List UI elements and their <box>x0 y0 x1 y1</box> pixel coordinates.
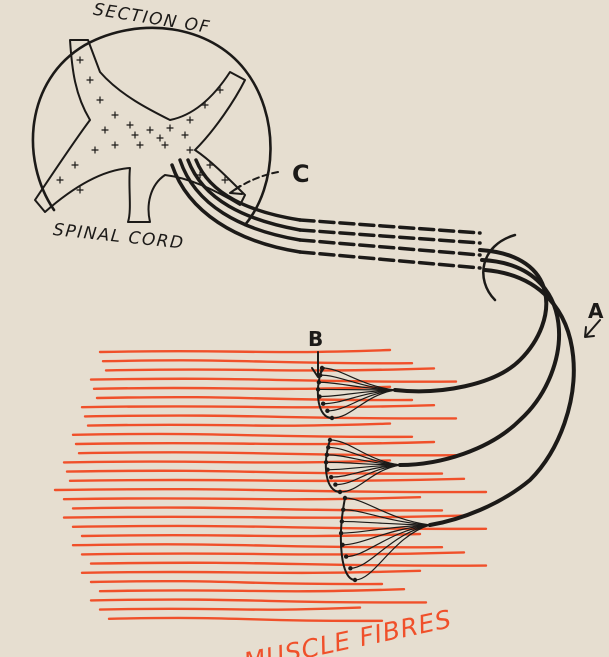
stipple-mark <box>182 132 188 138</box>
muscle-fibre-line <box>64 516 464 518</box>
muscle-fibre-line <box>73 434 412 437</box>
label-section-of: SECTION OF <box>92 0 212 38</box>
muscle-fibre-line <box>82 552 464 554</box>
muscle-fibre-line <box>70 479 464 481</box>
axon-3 <box>430 270 574 525</box>
muscle-fibre-line <box>91 563 486 566</box>
stipple-mark <box>167 125 173 131</box>
stipple-mark <box>87 77 93 83</box>
muscle-fibre-line <box>91 600 426 603</box>
muscle-fibre-line <box>82 534 420 536</box>
stipple-mark <box>162 142 168 148</box>
muscle-fibre-line <box>103 360 412 363</box>
label-c: C <box>292 160 310 188</box>
end-plate-fan <box>339 496 430 582</box>
muscle-fibre-line <box>91 379 456 382</box>
muscle-fibre-line <box>79 452 456 455</box>
muscle-fibre-line <box>64 497 420 499</box>
label-a: A <box>588 299 604 323</box>
end-plate-fan <box>316 366 395 420</box>
stipple-mark <box>147 127 153 133</box>
stipple-mark <box>57 177 63 183</box>
label-spinal-cord: SPINAL CORD <box>52 220 185 254</box>
stipple-mark <box>137 142 143 148</box>
label-b: B <box>308 327 323 351</box>
stipple-mark <box>72 162 78 168</box>
stipple-mark <box>92 147 98 153</box>
stipple-mark <box>97 97 103 103</box>
muscle-fibre-line <box>100 589 404 591</box>
muscle-fibre-line <box>109 618 382 621</box>
stipple-mark <box>112 142 118 148</box>
axon-2 <box>400 260 559 465</box>
stipple-mark <box>112 112 118 118</box>
cord-outline <box>33 28 271 225</box>
stipple-mark <box>102 127 108 133</box>
muscle-fibre-line <box>76 442 434 444</box>
muscle-fibre-line <box>91 581 382 584</box>
nerve-trunk <box>172 160 574 525</box>
muscle-fibre-line <box>82 405 434 407</box>
stipple-mark <box>157 135 163 141</box>
muscle-fibre-line <box>67 471 442 474</box>
muscle-fibre-line <box>55 489 486 492</box>
stipple-mark <box>187 117 193 123</box>
spinal-cord-section <box>33 28 271 225</box>
muscle-fibre-line <box>82 571 420 573</box>
nerve-sheath <box>483 235 515 300</box>
label-muscle-fibres: MUSCLE FIBRES <box>241 604 454 657</box>
muscle-fibre-line <box>88 424 390 426</box>
muscle-fibre-line <box>73 508 442 511</box>
stipple-mark <box>187 147 193 153</box>
end-plate-fan <box>324 438 400 494</box>
muscle-fibre-line <box>94 387 390 389</box>
muscle-fibre-line <box>85 416 456 419</box>
stipple-mark <box>127 122 133 128</box>
pointer-lines <box>230 172 600 377</box>
muscle-fibre-line <box>106 368 434 370</box>
stipple-mark <box>77 57 83 63</box>
stipple-mark <box>132 132 138 138</box>
muscle-fibre-line <box>100 350 390 352</box>
muscle-fibre-line <box>100 608 360 610</box>
